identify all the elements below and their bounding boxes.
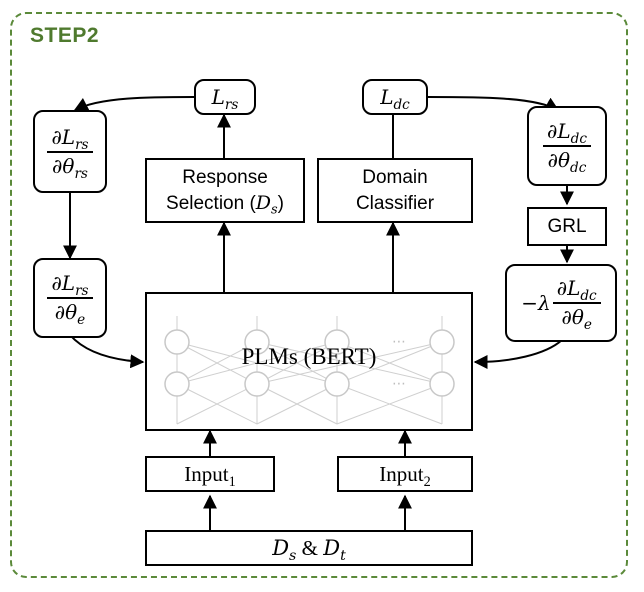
loss-rs-base: L [211,84,225,109]
grad-dc-e-den-sub: e [583,316,592,333]
loss-dc-box: Ldc [362,79,428,115]
grad-dc-e-num: ∂L [556,276,581,300]
input1-label: Input [184,461,229,486]
grad-rs-e-num: ∂L [51,271,76,295]
grl-box: GRL [527,207,607,246]
grad-dc-dc-box: ∂Ldc ∂θdc [527,106,607,186]
input1-box: Input1 [145,456,275,492]
response-selection-line1: Response [182,166,268,188]
input1-sub: 1 [228,473,236,490]
grad-rs-rs-num-sub: rs [75,136,89,153]
loss-dc-sub: dc [393,96,410,113]
response-selection-var-sub: s [271,202,278,218]
loss-dc-base: L [380,84,394,109]
nn-neurons [164,329,455,397]
response-selection-line2: Selection ( [166,192,256,214]
response-selection-var: D [255,191,272,214]
grad-dc-e-box: −λ ∂Ldc ∂θe [505,264,617,342]
plm-label: PLMs (BERT) [241,344,377,369]
nn-dots-top: ⋯ [392,334,406,350]
grad-rs-rs-num: ∂L [51,124,76,149]
nn-connections [176,316,443,425]
arrow-grade-dc-plm [473,339,563,369]
dataset-target: D [323,535,341,560]
grad-rs-rs-den-sub: rs [74,165,88,182]
input2-sub: 2 [423,473,431,490]
arrow-grade-plm [69,334,145,369]
dataset-source: D [272,535,290,560]
dataset-source-sub: s [289,547,297,564]
grad-rs-rs-den: ∂θ [52,153,75,178]
input2-label: Input [379,461,424,486]
arrow-lrs-grad [73,96,195,111]
step2-frame [10,12,628,578]
nn-dots-bottom: ⋯ [392,376,406,392]
response-selection-close: ) [277,192,284,214]
grad-dc-dc-den: ∂θ [547,148,571,172]
plm-box: ⋯ ⋯ PLMs (BERT) [145,292,473,431]
loss-rs-sub: rs [224,96,239,113]
datasets-box: Ds & Dt [145,530,473,566]
dataset-amp: & [296,535,324,560]
input2-box: Input2 [337,456,473,492]
dataset-target-sub: t [340,547,346,564]
grad-dc-e-den: ∂θ [561,305,584,329]
grad-dc-dc-num: ∂L [547,119,571,143]
response-selection-box: Response Selection (Ds) [145,158,305,223]
grad-rs-rs-box: ∂Lrs ∂θrs [33,110,107,193]
step-label: STEP2 [30,24,100,47]
grl-label: GRL [547,215,587,237]
neural-net-icon: ⋯ ⋯ [164,316,455,425]
grad-rs-e-den-sub: e [77,311,86,328]
domain-classifier-box: Domain Classifier [317,158,473,223]
grad-rs-e-box: ∂Lrs ∂θe [33,258,107,338]
grad-dc-e-prefix: −λ [521,291,551,315]
loss-rs-box: Lrs [194,79,256,115]
domain-classifier-line2: Classifier [355,192,435,214]
domain-classifier-line1: Domain [362,166,428,188]
grad-dc-e-num-sub: dc [580,287,597,304]
grad-rs-e-num-sub: rs [75,282,89,299]
grad-rs-e-den: ∂θ [54,300,78,324]
grad-dc-dc-num-sub: dc [570,130,587,147]
grad-dc-dc-den-sub: dc [570,159,587,176]
